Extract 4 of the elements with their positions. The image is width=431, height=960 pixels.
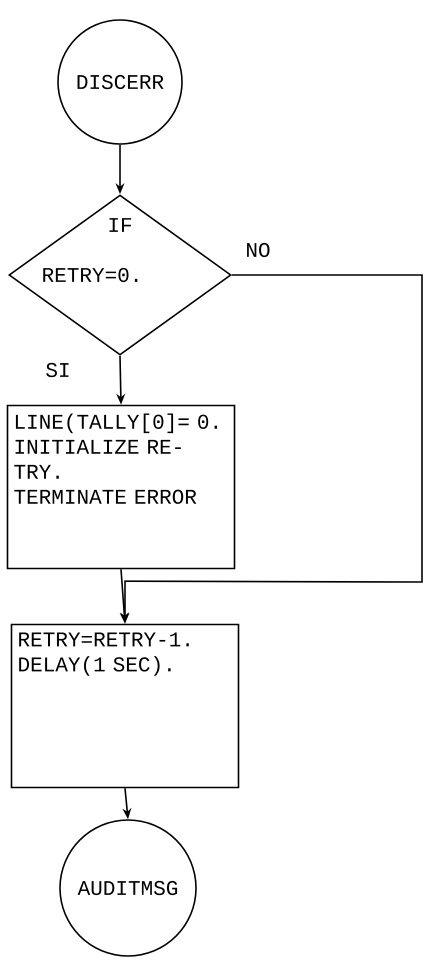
edge-label: SI (44, 362, 72, 378)
process-box: RETRY=RETRY-1. DELAY(1 SEC). (10, 624, 240, 788)
process-box: LINE(TALLY[0]= 0. INITIALIZE RE- TRY. TERMINATE ERROR (6, 404, 236, 570)
edge-label: NO (244, 242, 272, 258)
